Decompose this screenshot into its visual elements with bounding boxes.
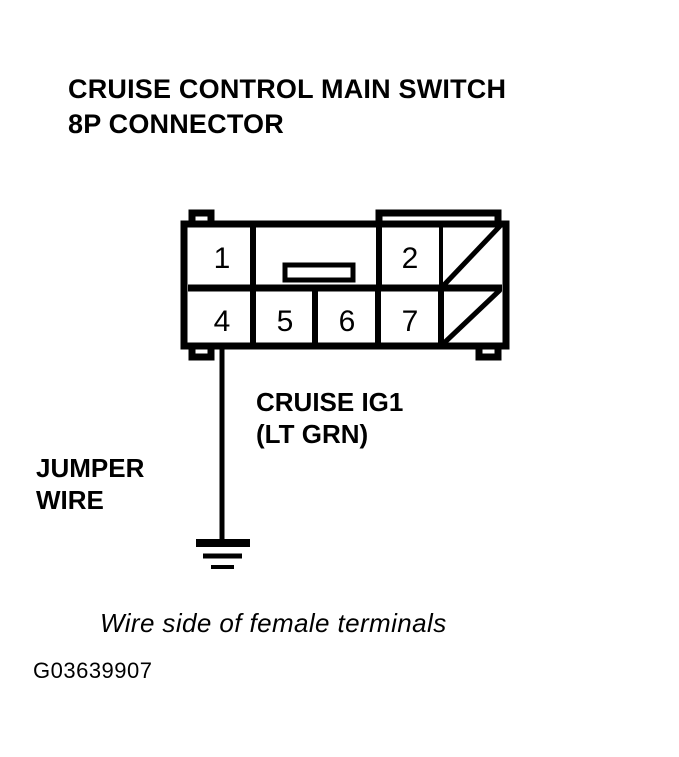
wire-color-label: (LT GRN) [256,419,369,449]
pin-numbers: 1 2 4 5 6 7 [214,242,419,338]
pin-number-2: 2 [402,242,419,275]
pin-number-5: 5 [277,305,294,338]
unused-cavity-bottom-slash [441,288,502,346]
connector-housing [180,209,510,361]
pin-number-1: 1 [214,242,231,275]
latch-tab [282,262,356,283]
circuit-callout: CRUISE IG1 (LT GRN) [256,386,403,450]
ground-symbol [196,539,250,569]
jumper-callout-line-1: JUMPER [36,453,145,483]
figure-id: G03639907 [33,658,153,683]
bottom-row-dividers [250,288,444,346]
pin-number-4: 4 [214,305,231,338]
circuit-name-label: CRUISE IG1 [256,387,404,417]
figure-title-line-2: 8P CONNECTOR [68,109,284,139]
top-row-dividers [250,224,443,288]
figure-title-line-1: CRUISE CONTROL MAIN SWITCH [68,74,507,104]
figure-title: CRUISE CONTROL MAIN SWITCH 8P CONNECTOR [68,72,668,142]
jumper-callout-line-2: WIRE [36,485,104,515]
unused-cavity-slashes [441,224,502,346]
jumper-wire-callout: JUMPER WIRE [36,452,144,516]
pin-number-7: 7 [402,305,419,338]
unused-cavity-top-slash [441,224,502,288]
pin-number-6: 6 [339,305,356,338]
view-caption: Wire side of female terminals [100,608,447,638]
latch-tab-body [282,262,356,283]
